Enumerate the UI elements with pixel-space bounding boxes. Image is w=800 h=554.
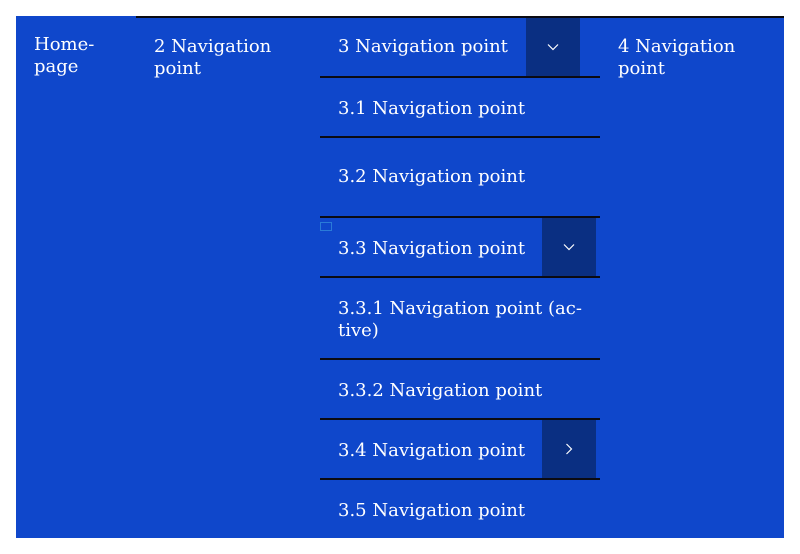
nav-item-2-label: 2 Navigation point (154, 36, 272, 79)
nav-item-3-toggle-button[interactable] (526, 18, 580, 76)
chevron-right-icon (566, 443, 573, 455)
submenu-item-3-1[interactable]: 3.1 Navigation point (320, 76, 600, 136)
submenu-item-label: 3.1 Navigation point (338, 98, 526, 119)
submenu-item-label: 3.3.2 Navigation point (338, 380, 543, 401)
submenu-item-3-5[interactable]: 3.5 Navigation point (320, 478, 600, 538)
focus-marker (320, 222, 332, 231)
nav-item-3[interactable]: 3 Navigation point (320, 16, 600, 76)
nav-item-homepage-label: Home- page (34, 34, 95, 77)
submenu-item-3-2[interactable]: 3.2 Navigation point (320, 136, 600, 216)
submenu-item-label: 3.4 Navigation point (338, 440, 526, 461)
submenu-item-3-3-1-active[interactable]: 3.3.1 Navigation point (ac- tive) (320, 276, 600, 358)
nav-item-3-label: 3 Navigation point (338, 36, 508, 57)
nav-item-2[interactable]: 2 Navigation point (136, 16, 320, 80)
submenu-item-3-3-toggle-button[interactable] (542, 218, 596, 276)
submenu-item-label: 3.2 Navigation point (338, 166, 526, 187)
nav-item-4[interactable]: 4 Navigation point (600, 16, 784, 80)
nav-item-4-label: 4 Navigation point (618, 36, 736, 79)
chevron-down-icon (563, 244, 575, 251)
submenu-item-3-4-expand-button[interactable] (542, 420, 596, 478)
submenu-item-label: 3.3.1 Navigation point (ac- tive) (338, 298, 582, 341)
submenu-item-3-4[interactable]: 3.4 Navigation point (320, 418, 600, 478)
main-navigation: Home- page 2 Navigation point 3 Navigati… (16, 16, 784, 538)
top-divider (136, 16, 784, 18)
submenu-item-3-3[interactable]: 3.3 Navigation point (320, 216, 600, 276)
submenu-item-label: 3.3 Navigation point (338, 238, 526, 259)
submenu-item-label: 3.5 Navigation point (338, 500, 526, 521)
chevron-down-icon (547, 44, 559, 51)
nav-item-homepage[interactable]: Home- page (16, 16, 136, 78)
submenu-item-3-3-2[interactable]: 3.3.2 Navigation point (320, 358, 600, 418)
